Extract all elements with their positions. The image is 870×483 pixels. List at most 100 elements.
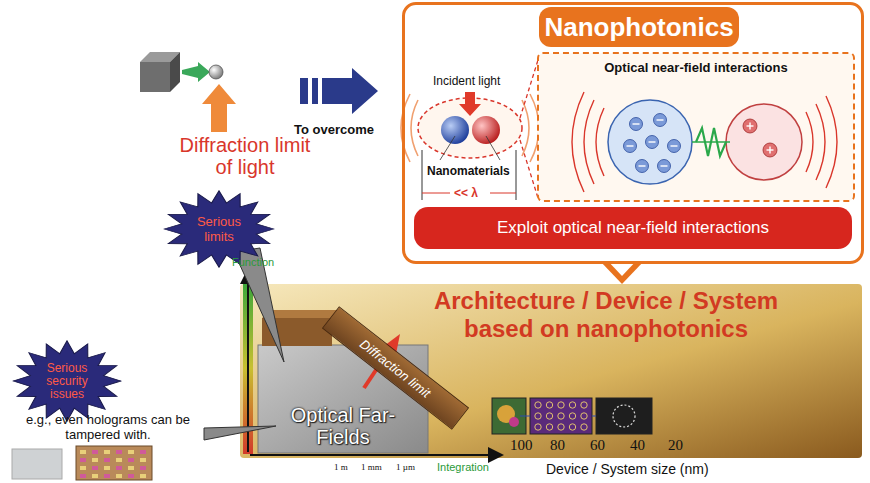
hologram-cell (92, 458, 98, 462)
particle (209, 65, 223, 79)
dot (546, 413, 552, 419)
hologram-cell (128, 474, 134, 478)
node-text: Optical Far-Fields (288, 404, 398, 448)
dot (558, 413, 564, 419)
charge (646, 136, 659, 149)
dimension: << λ (454, 186, 478, 200)
thumbnail-detail (509, 417, 519, 427)
hologram-cell (80, 474, 86, 478)
near-field-ground (538, 53, 854, 201)
hologram-cell (116, 474, 122, 478)
hologram-cell (140, 450, 146, 454)
hologram-cell (80, 466, 86, 470)
dot (581, 413, 587, 419)
pointer-line (486, 136, 500, 160)
zoom-line (520, 140, 538, 198)
axis-label: Function (232, 256, 274, 269)
blue-arrow (300, 68, 378, 114)
charge-sign (649, 141, 656, 142)
dot (581, 402, 587, 408)
field-line (572, 92, 584, 192)
thumbnail-dots (535, 402, 587, 430)
tick-label: 1 mm (361, 462, 382, 473)
node-text: Serious security issues (36, 362, 98, 401)
tick-label: 1 m (334, 462, 348, 473)
charges (624, 114, 778, 173)
hologram-pattern (80, 450, 146, 478)
hologram-cell (116, 450, 122, 454)
connector (592, 416, 596, 417)
part-name: Nanomaterials (427, 164, 510, 178)
arrow-label: Incident light (433, 74, 500, 88)
hologram-cell (140, 458, 146, 462)
thumbnail (596, 398, 652, 434)
charge-sign (661, 165, 668, 166)
dot (569, 413, 575, 419)
connector (520, 416, 530, 417)
hologram-cell (92, 450, 98, 454)
node-text: Nanophotonics (539, 7, 739, 47)
dot (535, 424, 541, 430)
orange-up-arrow (202, 84, 236, 132)
field-line (584, 100, 594, 184)
arrow-label: To overcome (294, 122, 374, 138)
axis-title: Device / System size (nm) (546, 461, 709, 477)
charge (658, 160, 671, 173)
charge-sign (769, 147, 770, 154)
pointer-line (440, 136, 455, 160)
hologram-cell (128, 458, 134, 462)
tick-label: 80 (550, 437, 565, 454)
hologram-cell (128, 466, 134, 470)
note: e.g., even holograms can be tampered wit… (6, 412, 210, 442)
nanophotonics-panel: NanophotonicsOptical near-field interact… (402, 2, 864, 264)
wave (411, 100, 418, 156)
arrow-stripe (312, 78, 318, 104)
axis-label: Integration (437, 461, 489, 474)
field-line (816, 104, 825, 180)
dot (546, 402, 552, 408)
incident-arrow (459, 92, 481, 116)
hologram-cell (104, 466, 110, 470)
green-arrow (182, 62, 210, 82)
field-line (826, 96, 837, 188)
cube-face (140, 62, 170, 92)
dot (558, 402, 564, 408)
charge-sign (671, 145, 678, 146)
dot (581, 424, 587, 430)
field-line (806, 112, 813, 172)
charge (636, 160, 649, 173)
node-text: Architecture / Device / System based on … (400, 287, 812, 343)
red-particle-large (726, 104, 802, 180)
size-bracket (422, 150, 516, 200)
node-text: Exploit optical near-field interactions (497, 218, 769, 238)
dot (535, 402, 541, 408)
thumbnail-detail (613, 405, 635, 427)
gold-panel (240, 284, 862, 458)
hologram-cell (140, 474, 146, 478)
dot (558, 424, 564, 430)
arrow-stripe (300, 78, 308, 104)
charge-sign (627, 145, 634, 146)
red-nanoparticle (472, 116, 500, 144)
zoom-line (520, 60, 538, 118)
starburst: Serious security issues (12, 340, 122, 422)
function-axis (247, 272, 249, 452)
exploit-button: Exploit optical near-field interactions (414, 207, 852, 249)
hologram-cell (128, 450, 134, 454)
hologram-cell (92, 466, 98, 470)
hologram-cell (104, 450, 110, 454)
charge-sign (639, 165, 646, 166)
hologram-cell (140, 466, 146, 470)
starburst-fill (13, 341, 121, 421)
hologram-cell (104, 458, 110, 462)
charge (668, 140, 681, 153)
charge-sign (633, 123, 640, 124)
charge-sign (657, 119, 664, 120)
hologram-cell (116, 466, 122, 470)
tick-label: 100 (510, 437, 533, 454)
bracket-line (422, 193, 450, 194)
hologram-cell (104, 474, 110, 478)
tick-label: 20 (668, 437, 683, 454)
bracket-line (490, 193, 516, 194)
